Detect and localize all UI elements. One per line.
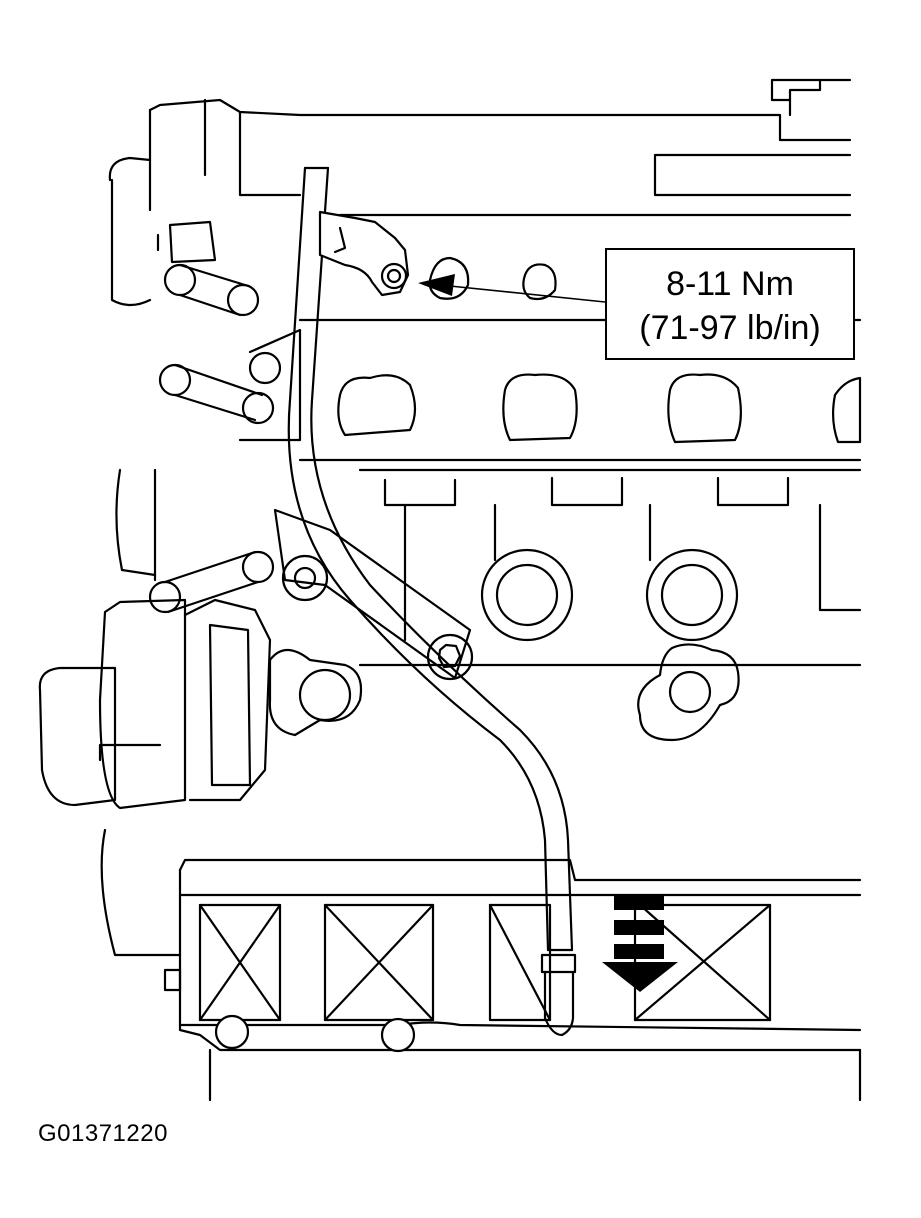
torque-nm-label: 8-11 Nm (666, 265, 794, 303)
engine-block (115, 468, 862, 742)
figure-id: G01371220 (38, 1120, 168, 1147)
oil-pan-rail (163, 858, 862, 1102)
pan-bay-3 (488, 903, 552, 1022)
engine-head (108, 78, 852, 307)
install-direction-arrow (602, 895, 678, 992)
dipstick-tube (287, 166, 577, 1037)
torque-leader-arrow (418, 274, 606, 303)
torque-lbin-label: (71-97 lb/in) (639, 309, 821, 347)
pan-bay-2 (323, 903, 435, 1022)
intake-ports (298, 256, 862, 462)
front-brackets (38, 263, 474, 957)
pan-bay-1 (198, 903, 282, 1022)
torque-callout: 8-11 Nm (71-97 lb/in) (605, 248, 855, 360)
